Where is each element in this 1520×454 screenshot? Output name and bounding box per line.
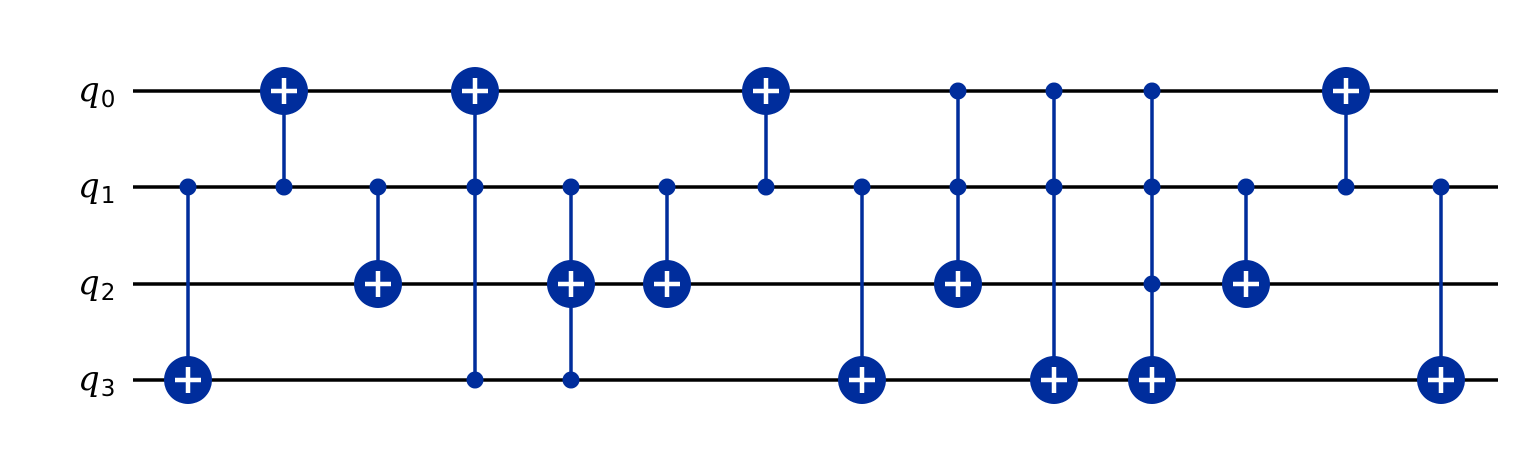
cnot-gate-7 (742, 67, 790, 196)
control-dot (1143, 178, 1161, 196)
qubit-wires (133, 89, 1498, 382)
control-dot (275, 178, 293, 196)
control-dot (562, 371, 580, 389)
control-dot (1045, 82, 1063, 100)
control-dot (562, 178, 580, 196)
plus-icon (654, 271, 680, 297)
plus-icon (175, 367, 201, 393)
qubit-label-base: q (78, 359, 100, 399)
qubit-label-0: q0 (78, 70, 115, 113)
cnot-gate-9 (934, 82, 982, 308)
control-dot (369, 178, 387, 196)
control-dot (1237, 178, 1255, 196)
cnot-gate-12 (1222, 178, 1270, 308)
control-dot (1432, 178, 1450, 196)
cnot-gate-1 (164, 178, 212, 404)
cnot-gate-5 (547, 178, 595, 389)
cnot-gate-13 (1322, 67, 1370, 196)
control-dot (949, 82, 967, 100)
control-dot (1143, 275, 1161, 293)
cnot-gate-8 (838, 178, 886, 404)
control-dot (1337, 178, 1355, 196)
plus-icon (849, 367, 875, 393)
qubit-label-base: q (78, 263, 100, 303)
qubit-label-1: q1 (78, 166, 115, 209)
control-dot (949, 178, 967, 196)
control-dot (1143, 82, 1161, 100)
plus-icon (1139, 367, 1165, 393)
plus-icon (753, 78, 779, 104)
qubit-label-subscript: 2 (101, 280, 116, 306)
plus-icon (1233, 271, 1259, 297)
control-dot (658, 178, 676, 196)
control-dot (757, 178, 775, 196)
qubit-label-base: q (78, 166, 100, 206)
plus-icon (1041, 367, 1067, 393)
plus-icon (558, 271, 584, 297)
control-dot (466, 371, 484, 389)
qubit-label-subscript: 1 (101, 183, 116, 209)
cnot-gate-4 (451, 67, 499, 389)
qubit-label-subscript: 0 (101, 87, 116, 113)
cnot-gate-11 (1128, 82, 1176, 404)
control-dot (853, 178, 871, 196)
qubit-label-3: q3 (78, 359, 115, 402)
gates (164, 67, 1465, 404)
plus-icon (1428, 367, 1454, 393)
cnot-gate-2 (260, 67, 308, 196)
plus-icon (462, 78, 488, 104)
control-dot (466, 178, 484, 196)
qubit-label-2: q2 (78, 263, 115, 306)
cnot-gate-14 (1417, 178, 1465, 404)
cnot-gate-3 (354, 178, 402, 308)
cnot-gate-6 (643, 178, 691, 308)
plus-icon (945, 271, 971, 297)
qubit-label-base: q (78, 70, 100, 110)
control-dot (1045, 178, 1063, 196)
cnot-gate-10 (1030, 82, 1078, 404)
plus-icon (271, 78, 297, 104)
qubit-label-subscript: 3 (101, 376, 116, 402)
plus-icon (1333, 78, 1359, 104)
control-dot (179, 178, 197, 196)
plus-icon (365, 271, 391, 297)
